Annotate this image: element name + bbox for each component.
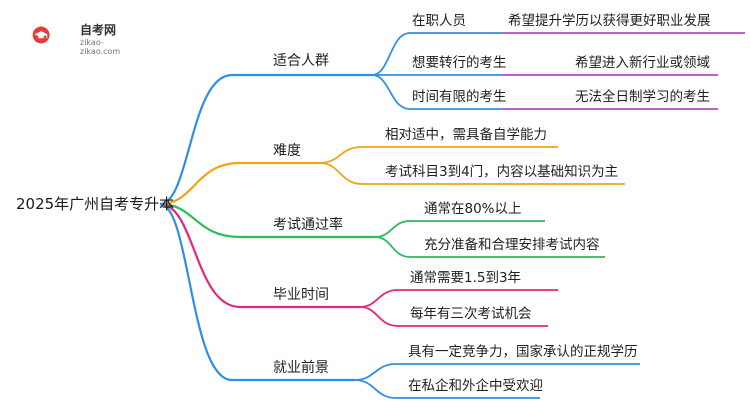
graduation-cap-icon: [32, 26, 50, 44]
connector-root-graduation: [159, 202, 360, 309]
leaf-passrate-2: 充分准备和合理安排考试内容: [424, 237, 600, 253]
root-node: 2025年广州自考专升本: [16, 195, 175, 213]
connector-suitable-3: [371, 74, 502, 110]
detail-suitable-3: 无法全日制学习的考生: [575, 89, 710, 105]
leaf-graduation-1: 通常需要1.5到3年: [410, 270, 522, 286]
connector-root-difficulty: [159, 161, 320, 206]
leaf-difficulty-2: 考试科目3到4门，内容以基础知识为主: [385, 164, 619, 180]
connector-difficulty-2: [319, 162, 625, 185]
branch-suitable-label: 适合人群: [273, 53, 329, 69]
connector-graduation-1: [359, 289, 558, 308]
connector-graduation-2: [359, 306, 548, 327]
connector-root-suitable: [159, 73, 372, 206]
connector-suitable-1: [371, 32, 502, 76]
branch-employment-label: 就业前景: [273, 360, 329, 376]
leaf-employment-1: 具有一定竞争力，国家承认的正规学历: [408, 344, 638, 360]
branch-passrate-label: 考试通过率: [273, 217, 343, 233]
leaf-passrate-1: 通常在80%以上: [424, 201, 522, 217]
leaf-suitable-3: 时间有限的考生: [412, 89, 507, 105]
connector-root-employment: [159, 202, 355, 382]
logo-title: 自考网: [80, 23, 117, 37]
branch-difficulty-label: 难度: [273, 143, 301, 159]
leaf-difficulty-1: 相对适中，需具备自学能力: [385, 127, 547, 143]
connector-passrate-1: [374, 220, 545, 238]
leaf-employment-2: 在私企和外企中受欢迎: [408, 378, 543, 394]
branch-graduation-label: 毕业时间: [273, 287, 329, 303]
connector-difficulty-1: [319, 146, 558, 164]
leaf-graduation-2: 每年有三次考试机会: [410, 306, 532, 322]
detail-suitable-2: 希望进入新行业或领域: [575, 55, 710, 71]
leaf-suitable-2: 想要转行的考生: [412, 55, 507, 71]
leaf-suitable-1: 在职人员: [412, 13, 466, 29]
connector-employment-2: [354, 379, 540, 399]
logo-url: zikao-zikao.com: [80, 38, 121, 56]
detail-suitable-1: 希望提升学历以获得更好职业发展: [508, 13, 711, 29]
connector-employment-1: [354, 363, 640, 381]
brand-logo: 自考网 zikao-zikao.com: [32, 18, 142, 56]
connector-root-passrate: [159, 202, 375, 239]
connector-passrate-2: [374, 236, 605, 258]
